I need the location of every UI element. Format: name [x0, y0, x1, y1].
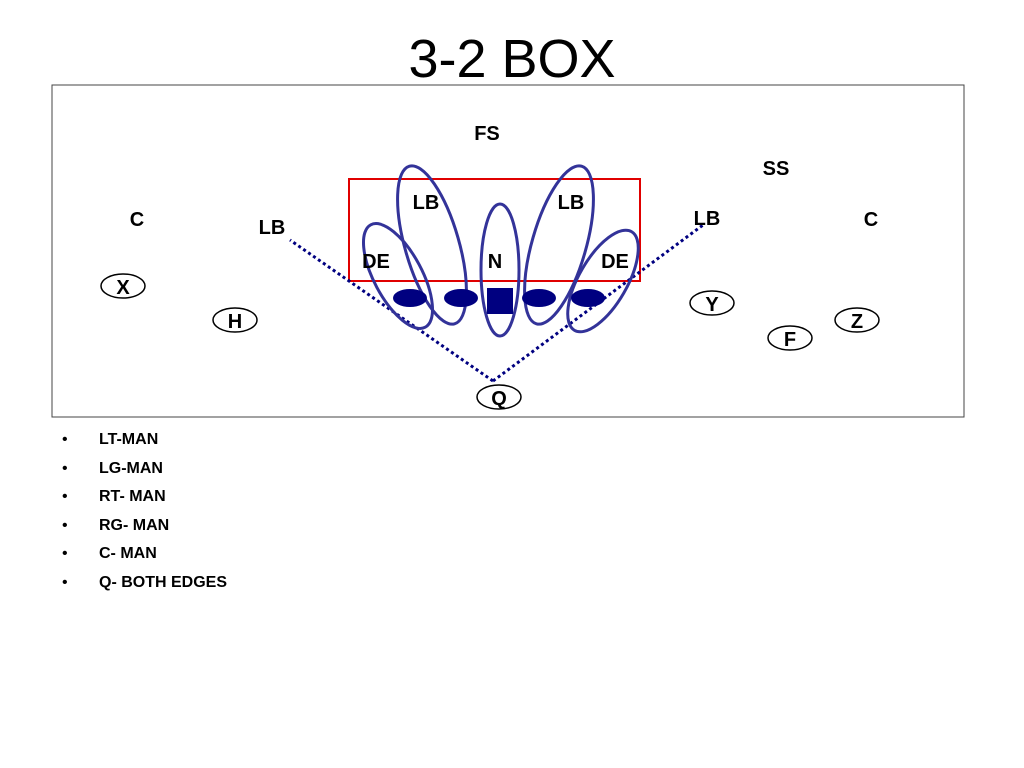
slide-title: 3-2 BOX	[408, 29, 616, 89]
box-zone	[348, 178, 641, 282]
assignment-list: LT-MAN LG-MAN RT- MAN RG- MAN C- MAN Q- …	[62, 426, 227, 598]
assignment-item: C- MAN	[62, 540, 227, 569]
lineman-left-guard	[444, 289, 478, 307]
coverage-oval-right-lb	[523, 164, 595, 326]
qb-edge-right-line	[492, 223, 704, 383]
defender-lb-outside-right-label: LB	[694, 208, 721, 230]
player-q-circle	[476, 384, 522, 410]
coverage-oval-left-lb	[396, 164, 468, 326]
defender-de-right-label: DE	[601, 251, 629, 273]
defender-corner-right-label: C	[864, 209, 878, 231]
lineman-right-guard	[522, 289, 556, 307]
defender-fs-label: FS	[474, 123, 500, 145]
field-border	[51, 84, 965, 418]
player-f-label: F	[784, 329, 796, 351]
player-z-label: Z	[851, 311, 863, 333]
player-z-circle	[834, 307, 880, 333]
qb-edge-left-line	[289, 238, 494, 383]
defender-lb-inside-left-label: LB	[413, 192, 440, 214]
play-diagram: X H Y Z F Q FS SS C C LB LB LB LB DE N D…	[51, 84, 965, 418]
player-q-label: Q	[491, 388, 507, 410]
defender-ss-label: SS	[763, 158, 790, 180]
defender-corner-left-label: C	[130, 209, 144, 231]
defender-lb-inside-right-label: LB	[558, 192, 585, 214]
coverage-oval-left-de	[361, 222, 435, 330]
lineman-left-tackle	[393, 289, 427, 307]
assignment-item: LG-MAN	[62, 455, 227, 484]
player-x-circle	[100, 273, 146, 299]
defender-de-left-label: DE	[362, 251, 390, 273]
player-f-circle	[767, 325, 813, 351]
defender-lb-outside-left-label: LB	[259, 217, 286, 239]
player-h-circle	[212, 307, 258, 333]
player-x-label: X	[116, 277, 130, 299]
assignment-item: RT- MAN	[62, 483, 227, 512]
assignment-item: RG- MAN	[62, 512, 227, 541]
coverage-oval-nose	[479, 202, 521, 338]
lineman-center	[487, 288, 513, 314]
player-y-circle	[689, 290, 735, 316]
lineman-right-tackle	[571, 289, 605, 307]
defender-nose-label: N	[488, 251, 502, 273]
assignment-item: Q- BOTH EDGES	[62, 569, 227, 598]
assignment-item: LT-MAN	[62, 426, 227, 455]
player-h-label: H	[228, 311, 242, 333]
player-y-label: Y	[705, 294, 719, 316]
coverage-oval-right-de	[566, 228, 640, 334]
